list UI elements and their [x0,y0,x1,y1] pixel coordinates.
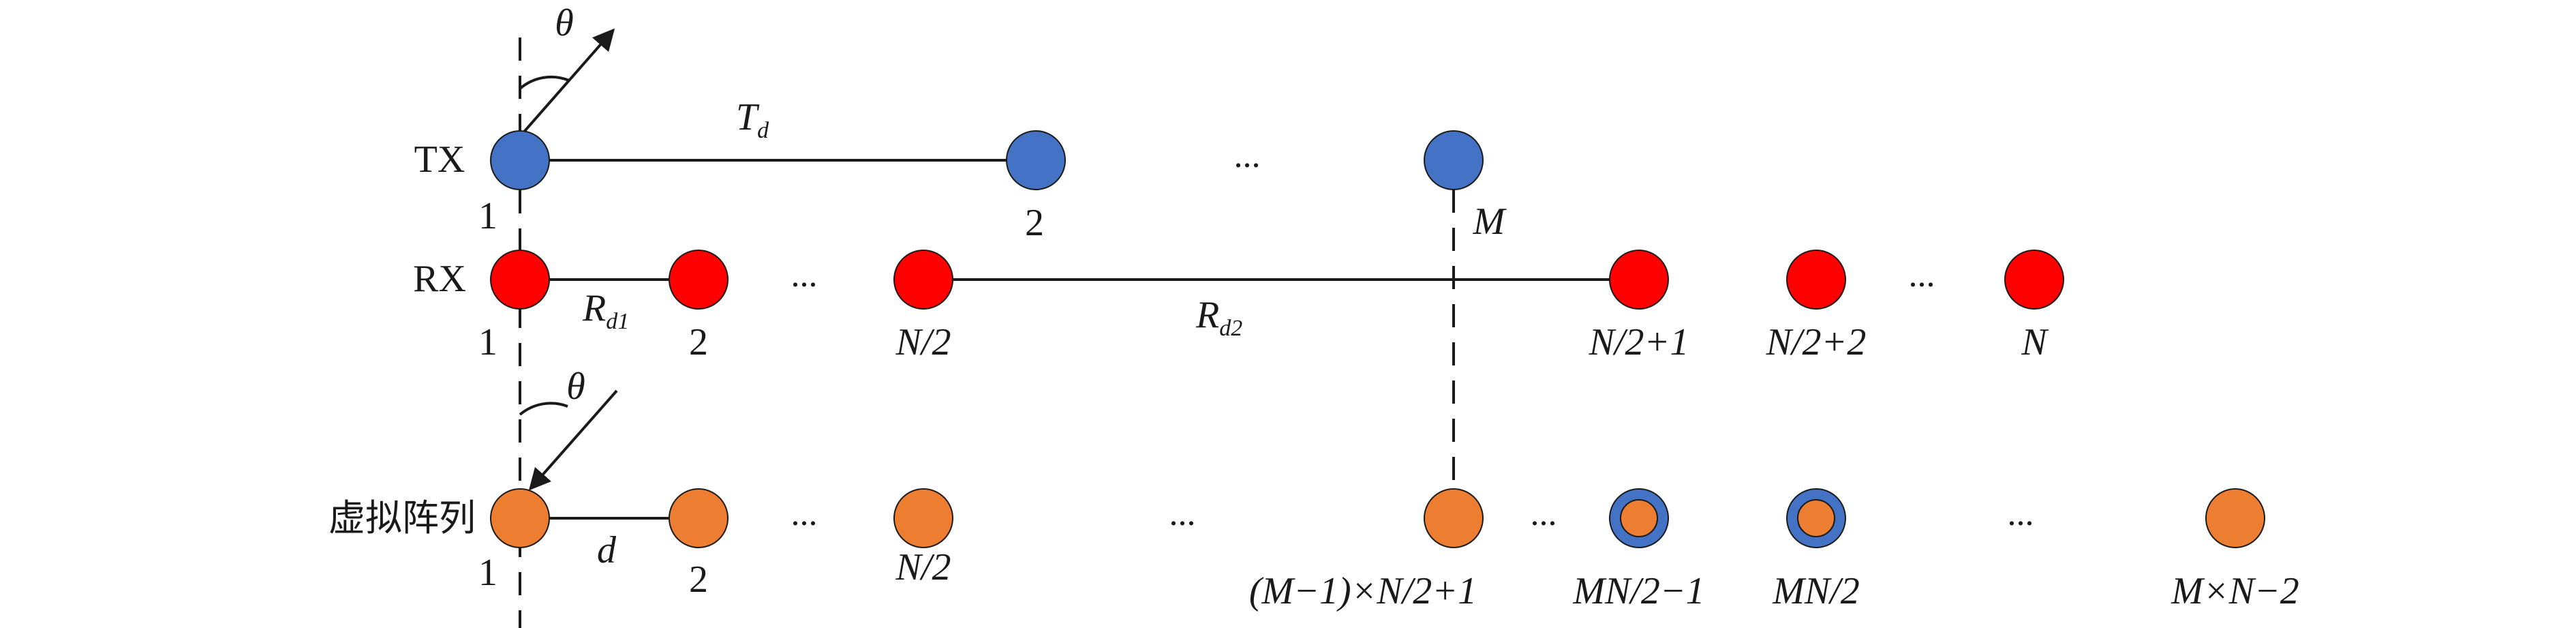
virtual-element-2 [669,488,729,548]
rx-element-1 [490,250,550,310]
tx-index-2: 2 [1025,202,1044,244]
rx-index-n-half-plus-2: N/2+2 [1766,321,1867,363]
virtual-index-1: 1 [478,552,497,594]
rx-element-n-half-plus-1 [1609,250,1669,310]
departure-angle-arc [519,75,570,90]
td-label-sub: d [757,118,769,143]
rd2-label: Rd2 [1195,294,1242,341]
rd2-label-main: R [1195,294,1219,336]
td-label: Td [736,96,769,143]
td-label-main: T [736,96,760,138]
rd1-label-sub: d1 [606,309,629,334]
theta-label-top: θ [555,2,574,44]
virtual-index-mn-half: MN/2 [1772,570,1860,612]
rx-element-n-half-plus-2 [1786,250,1846,310]
virtual-element-mn-half-inner [1797,499,1835,537]
virtual-element-1 [490,488,550,548]
arrival-angle-arc [519,402,568,416]
rx-ellipsis-2: ... [1909,256,1935,295]
tx-index-m: M [1473,200,1507,243]
row-label-virtual-array: 虚拟阵列 [328,496,476,539]
rd1-label: Rd1 [582,287,629,334]
virtual-index-m-1-n-half-plus-1: (M−1)×N/2+1 [1249,570,1477,612]
d-label: d [597,529,617,571]
tx-index-1: 1 [478,195,497,237]
tx-element-1 [490,130,550,190]
row-label-tx: TX [414,138,465,181]
virtual-index-2: 2 [689,558,708,601]
virtual-index-n-half: N/2 [895,546,951,588]
row-label-rx: RX [413,258,466,300]
virtual-element-m-1-n-half-plus-1 [1424,488,1484,548]
virtual-ellipsis-1: ... [791,494,818,533]
virtual-element-n-half [893,488,953,548]
rd1-label-main: R [582,287,606,329]
virtual-ellipsis-4: ... [2008,494,2034,533]
rx-element-2 [669,250,729,310]
virtual-index-m-times-n-minus-2: M×N−2 [2171,570,2299,612]
rx-element-n-half [893,250,953,310]
rx-ellipsis-1: ... [791,256,818,295]
arrival-direction-arrow [528,389,618,491]
rd2-label-sub: d2 [1219,316,1242,341]
tx-element-2 [1006,130,1066,190]
rx-index-n: N [2021,321,2049,363]
rx-index-1: 1 [478,321,497,363]
rx-index-n-half: N/2 [895,321,951,363]
virtual-element-mn-half-minus-1-inner [1620,499,1658,537]
rx-index-n-half-plus-1: N/2+1 [1589,321,1689,363]
rx-element-n [2004,250,2064,310]
virtual-ellipsis-2: ... [1169,494,1196,533]
virtual-index-mn-half-minus-1: MN/2−1 [1572,570,1704,612]
tx-element-m [1424,130,1484,190]
virtual-ellipsis-3: ... [1531,494,1557,533]
departure-direction-arrow [519,28,615,138]
tx-ellipsis: ... [1234,136,1261,175]
virtual-element-m-times-n-minus-2 [2205,488,2265,548]
theta-label-bottom: θ [566,365,585,408]
rx-index-2: 2 [689,321,708,363]
